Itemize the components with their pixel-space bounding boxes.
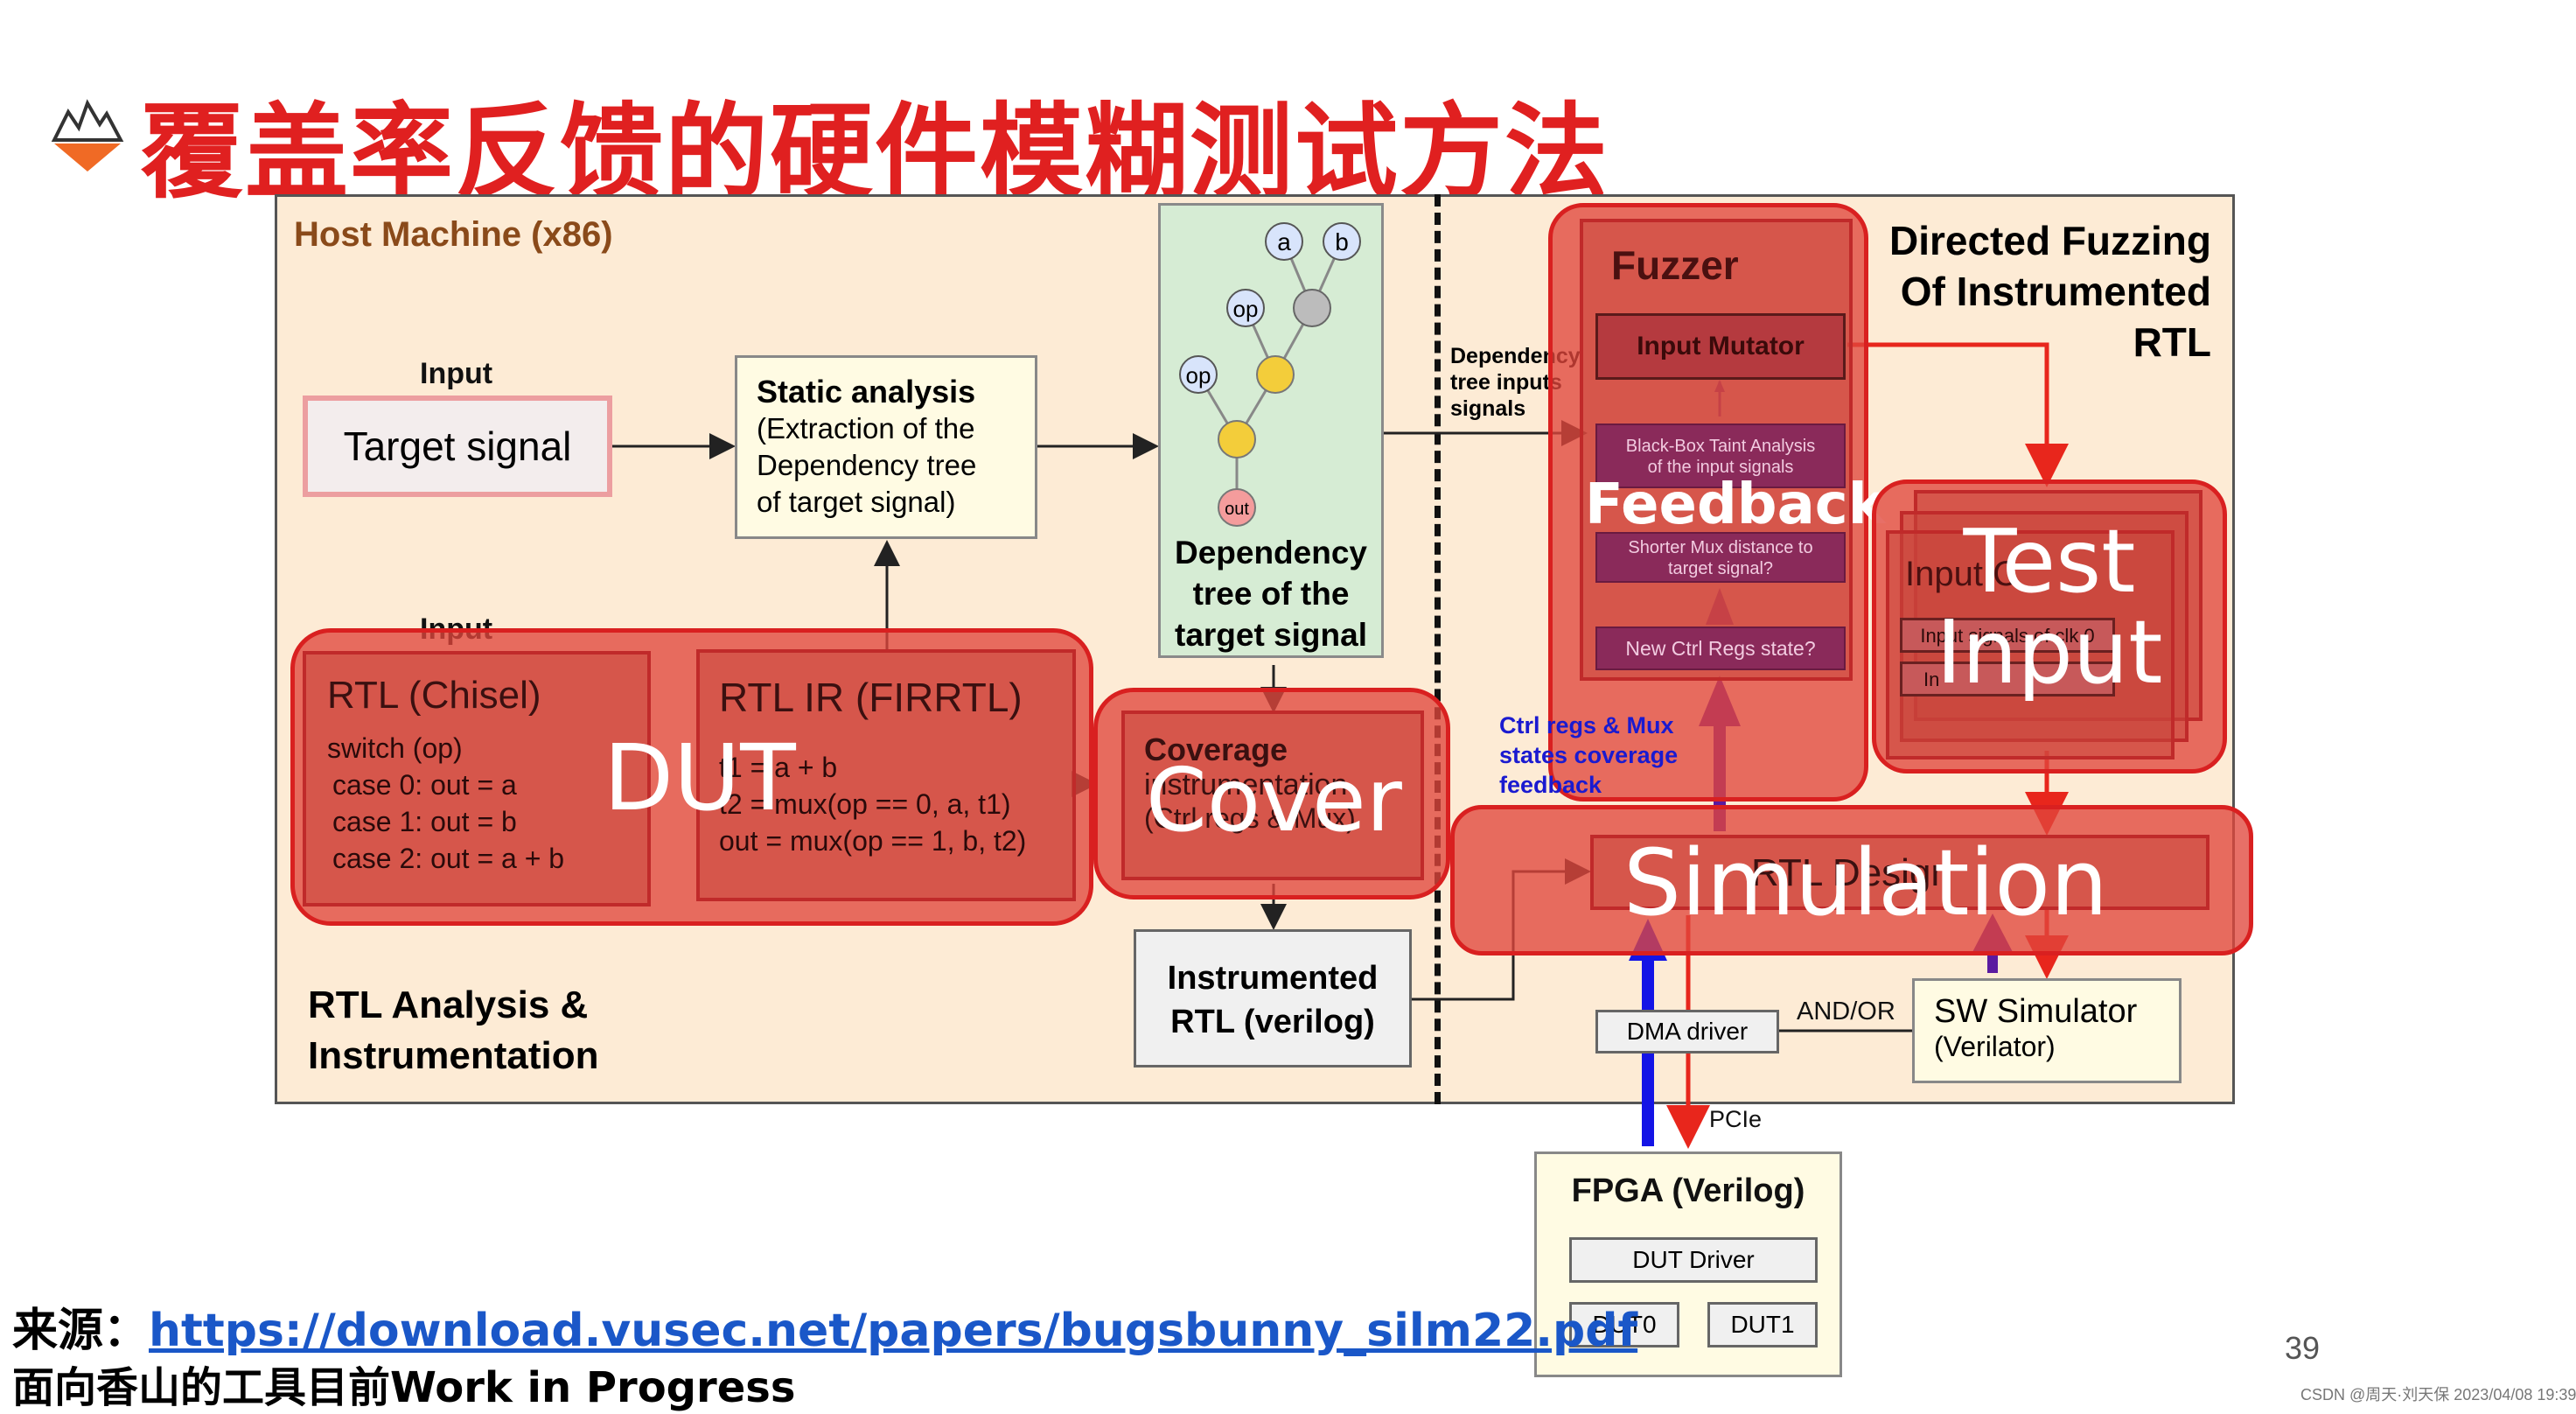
sw-simulator-line: SW Simulator	[1934, 993, 2138, 1030]
shorter-line: Shorter Mux distance to	[1628, 538, 1813, 557]
source-line: 来源：https://download.vusec.net/papers/bug…	[12, 1293, 1637, 1359]
static-analysis-line: (Extraction of the	[757, 412, 975, 444]
slide-title: 覆盖率反馈的硬件模糊测试方法	[140, 92, 1610, 213]
instrumented-line: RTL (verilog)	[1170, 1004, 1375, 1040]
target-signal-box: Target signal	[303, 396, 612, 497]
rtl-design-box: RTL Design	[1590, 835, 2209, 910]
coverage-instrumentation-box: Coverage instrumentation (Ctrl regs & Mu…	[1121, 710, 1424, 880]
tree-node-mux-2	[1218, 420, 1256, 458]
rtl-ir-box: RTL IR (FIRRTL) t1 = a + b t2 = mux(op =…	[696, 649, 1076, 901]
dut-overlay-label: DUT	[604, 724, 796, 831]
caption-line: target signal	[1175, 617, 1367, 653]
source-label: 来源：	[12, 1305, 150, 1357]
sw-simulator-box: SW Simulator (Verilator)	[1912, 978, 2182, 1083]
ctrl-regs-feedback-label: Ctrl regs & Mux states coverage feedback	[1499, 710, 1678, 800]
sw-simulator-line: (Verilator)	[1934, 1031, 2056, 1062]
and-or-label: AND/OR	[1797, 998, 1895, 1026]
firrtl-code-line: t2 = mux(op == 0, a, t1)	[719, 788, 1011, 820]
coverage-title: Coverage	[1144, 732, 1288, 767]
caption-line: Dependency	[1174, 535, 1367, 570]
fuzzer-title: Fuzzer	[1611, 242, 1739, 288]
simulation-overlay-label: Simulation	[1623, 830, 2108, 936]
input-signals-row: Input signals of clk 0	[1900, 618, 2115, 653]
chisel-code-line: case 1: out = b	[332, 806, 517, 837]
static-analysis-box: Static analysis (Extraction of the Depen…	[735, 355, 1037, 539]
input-mutator-box: Input Mutator	[1595, 313, 1846, 380]
taint-analysis-box: Black-Box Taint Analysis of the input si…	[1595, 424, 1846, 488]
tree-node-op-1-label: op	[1233, 296, 1259, 322]
test-input-overlay-label: Test Input	[1872, 516, 2227, 698]
directed-fuzzing-label: Directed Fuzzing Of Instrumented RTL	[1853, 215, 2211, 368]
chisel-code-line: case 2: out = a + b	[332, 843, 565, 874]
ctrl-line: states coverage	[1499, 742, 1679, 768]
dut0-box: DUT0	[1569, 1302, 1679, 1348]
input-label-top: Input	[420, 357, 493, 390]
instrumented-line: Instrumented	[1167, 960, 1379, 997]
directed-line: RTL	[2133, 319, 2211, 365]
dep-inputs-line: tree inputs	[1450, 370, 1562, 395]
tree-node-a-label: a	[1277, 228, 1291, 256]
tree-node-mux-1	[1256, 355, 1295, 394]
rtl-analysis-line: RTL Analysis &	[308, 984, 589, 1026]
feedback-overlay-label: Feedback	[1585, 472, 1886, 537]
shorter-mux-box: Shorter Mux distance to target signal?	[1595, 532, 1846, 583]
tree-node-b-label: b	[1335, 228, 1349, 256]
input-signals-row-2: In	[1900, 662, 2115, 696]
caption-line: tree of the	[1192, 576, 1350, 612]
tree-node-op-1	[1226, 289, 1265, 327]
chisel-code-line: case 0: out = a	[332, 769, 517, 801]
dependency-tree-graph: a b op op out	[1179, 222, 1361, 527]
tree-node-op-2-label: op	[1186, 362, 1211, 388]
firrtl-code-line: t1 = a + b	[719, 752, 838, 783]
tree-node-gray	[1293, 289, 1331, 327]
watermark: CSDN @周天·刘天保 2023/04/08 19:39	[2300, 1386, 2576, 1404]
dependency-tree-caption: Dependency tree of the target signal	[1158, 532, 1384, 655]
directed-line: Of Instrumented	[1900, 269, 2211, 314]
rtl-analysis-label: RTL Analysis & Instrumentation	[308, 980, 598, 1082]
static-analysis-line: of target signal)	[757, 486, 956, 518]
taint-line: Black-Box Taint Analysis	[1625, 437, 1816, 456]
cover-overlay-label: Cover	[1146, 749, 1402, 851]
new-ctrl-regs-box: New Ctrl Regs state?	[1595, 626, 1846, 670]
host-divider	[1435, 194, 1441, 1104]
dma-driver-box: DMA driver	[1595, 1010, 1779, 1054]
test-input-box-title: Input C	[1905, 555, 2018, 593]
test-input-overlay-line: Input	[1936, 601, 2163, 704]
tree-node-a	[1265, 222, 1303, 261]
dut1-box: DUT1	[1707, 1302, 1818, 1348]
instrumented-rtl-box: Instrumented RTL (verilog)	[1134, 929, 1412, 1068]
tree-node-out	[1218, 488, 1256, 527]
rtl-analysis-line: Instrumentation	[308, 1034, 599, 1077]
coverage-line: instrumentation	[1144, 768, 1348, 802]
chisel-code-line: switch (op)	[327, 732, 463, 764]
rtl-chisel-box: RTL (Chisel) switch (op) case 0: out = a…	[303, 651, 651, 906]
page-number: 39	[2285, 1330, 2321, 1366]
test-input-overlay-line: Test	[1963, 510, 2136, 612]
rtl-ir-title: RTL IR (FIRRTL)	[719, 675, 1023, 720]
host-machine-label: Host Machine (x86)	[294, 215, 613, 254]
pcie-label: PCIe	[1709, 1106, 1763, 1132]
progress-note: 面向香山的工具目前Work in Progress	[12, 1363, 796, 1412]
dut-driver-box: DUT Driver	[1569, 1237, 1818, 1283]
tree-node-b	[1323, 222, 1361, 261]
dependency-tree-panel	[1158, 203, 1384, 658]
static-analysis-line: Dependency tree	[757, 449, 977, 481]
dep-inputs-line: signals	[1450, 396, 1526, 421]
ctrl-line: feedback	[1499, 772, 1602, 798]
shorter-line: target signal?	[1667, 559, 1774, 578]
tree-node-op-2	[1179, 355, 1218, 394]
directed-line: Directed Fuzzing	[1888, 218, 2211, 263]
fpga-title: FPGA (Verilog)	[1571, 1172, 1805, 1209]
ctrl-line: Ctrl regs & Mux	[1499, 712, 1674, 738]
static-analysis-title: Static analysis	[757, 374, 976, 410]
logo-icon	[49, 98, 126, 172]
firrtl-code-line: out = mux(op == 1, b, t2)	[719, 825, 1027, 857]
taint-line: of the input signals	[1647, 458, 1794, 477]
source-link[interactable]: https://download.vusec.net/papers/bugsbu…	[149, 1305, 1638, 1357]
rtl-chisel-title: RTL (Chisel)	[327, 674, 541, 717]
tree-node-out-label: out	[1225, 500, 1249, 519]
coverage-line: (Ctrl regs & Mux)	[1144, 802, 1356, 834]
